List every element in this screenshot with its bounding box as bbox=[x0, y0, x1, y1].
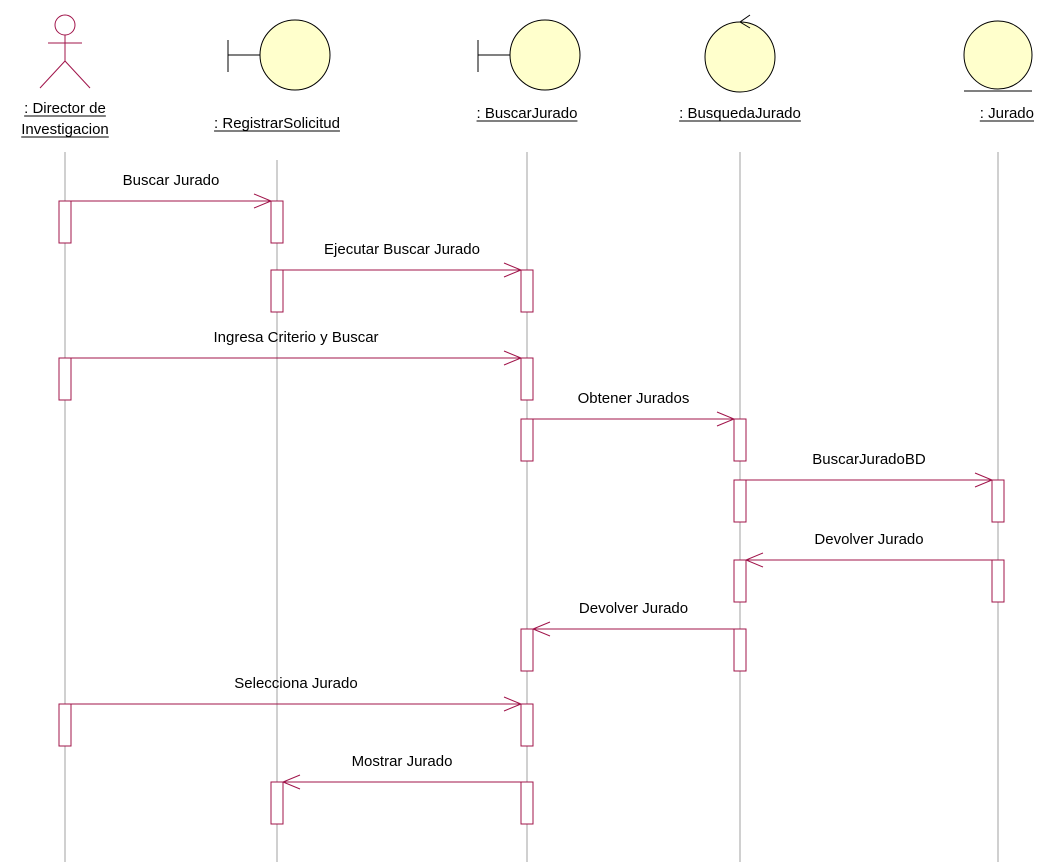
actor-icon bbox=[39, 14, 91, 89]
message-label: Buscar Jurado bbox=[123, 172, 220, 189]
message-arrow: Devolver Jurado bbox=[531, 600, 734, 637]
message-arrow: Selecciona Jurado bbox=[71, 675, 523, 712]
activation-bar-busqueda bbox=[733, 418, 747, 462]
participant-label-busqueda: : BusquedaJurado bbox=[679, 105, 801, 122]
activation-bar-jurado bbox=[991, 479, 1005, 523]
activation-bar-buscar bbox=[520, 357, 534, 401]
participant-label-line: : Jurado bbox=[980, 105, 1034, 122]
participant-label-line: : RegistrarSolicitud bbox=[214, 115, 340, 132]
message-label: Devolver Jurado bbox=[814, 531, 923, 548]
message-label: Obtener Jurados bbox=[578, 390, 690, 407]
participants: : Director de Investigacion : RegistrarSol… bbox=[21, 14, 1034, 138]
message-arrow: Mostrar Jurado bbox=[281, 753, 521, 790]
activation-bar-busqueda bbox=[733, 628, 747, 672]
activation-bar-registrar bbox=[270, 269, 284, 313]
activation-bar-director bbox=[58, 703, 72, 747]
message-label: Mostrar Jurado bbox=[352, 753, 453, 770]
message-arrow: Obtener Jurados bbox=[533, 390, 736, 427]
message-label: Ingresa Criterio y Buscar bbox=[213, 329, 378, 346]
participant-label-line: Investigacion bbox=[21, 121, 109, 138]
boundary-icon bbox=[227, 19, 331, 91]
participant-label-buscar: : BuscarJurado bbox=[476, 105, 578, 122]
message-arrow: Ejecutar Buscar Jurado bbox=[283, 241, 523, 278]
activation-bar-busqueda bbox=[733, 559, 747, 603]
message-label: Selecciona Jurado bbox=[234, 675, 357, 692]
activation-bar-director bbox=[58, 357, 72, 401]
activation-bars bbox=[58, 200, 1005, 825]
participant-label-registrar: : RegistrarSolicitud bbox=[214, 115, 340, 132]
participant-label-line: : BusquedaJurado bbox=[679, 105, 801, 122]
participant-label-director: : Director de Investigacion bbox=[21, 100, 109, 138]
participant-label-line: : Director de bbox=[24, 100, 106, 117]
entity-icon bbox=[963, 20, 1033, 92]
control-icon bbox=[704, 14, 776, 93]
activation-bar-buscar bbox=[520, 703, 534, 747]
activation-bar-registrar bbox=[270, 781, 284, 825]
message-arrow: Ingresa Criterio y Buscar bbox=[71, 329, 523, 366]
activation-bar-buscar bbox=[520, 628, 534, 672]
activation-bar-registrar bbox=[270, 200, 284, 244]
activation-bar-director bbox=[58, 200, 72, 244]
activation-bar-jurado bbox=[991, 559, 1005, 603]
message-arrow: Devolver Jurado bbox=[744, 531, 992, 568]
activation-bar-busqueda bbox=[733, 479, 747, 523]
message-arrow: BuscarJuradoBD bbox=[746, 451, 994, 488]
message-label: Ejecutar Buscar Jurado bbox=[324, 241, 480, 258]
message-arrow: Buscar Jurado bbox=[71, 172, 273, 209]
message-label: Devolver Jurado bbox=[579, 600, 688, 617]
lifelines bbox=[64, 152, 999, 862]
activation-bar-buscar bbox=[520, 269, 534, 313]
activation-bar-buscar bbox=[520, 781, 534, 825]
participant-label-jurado: : Jurado bbox=[979, 105, 1034, 122]
activation-bar-buscar bbox=[520, 418, 534, 462]
message-label: BuscarJuradoBD bbox=[812, 451, 926, 468]
boundary-icon bbox=[477, 19, 581, 91]
participant-label-line: : BuscarJurado bbox=[477, 105, 578, 122]
